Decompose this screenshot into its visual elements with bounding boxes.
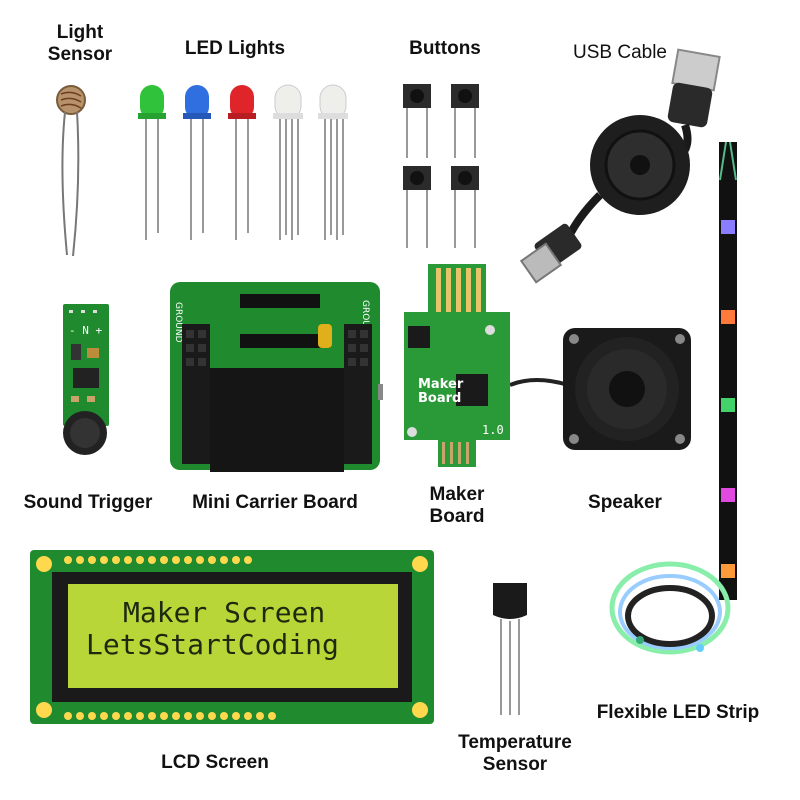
- usb-cable-image: [520, 45, 730, 285]
- button-4: [451, 166, 479, 248]
- flexible-led-strip-image: [600, 140, 770, 680]
- led-lights-image: [130, 75, 355, 245]
- temperature-sensor-image: [485, 575, 535, 720]
- mini-carrier-board-image: GROUND GROUND: [168, 280, 383, 475]
- speaker-image: [560, 325, 695, 455]
- label-maker-board: Maker Board: [429, 484, 485, 527]
- svg-text:- N +: - N +: [69, 324, 102, 337]
- label-usb-cable: USB Cable: [573, 42, 667, 63]
- label-led-lights: LED Lights: [184, 38, 286, 59]
- label-speaker: Speaker: [588, 492, 662, 513]
- button-1: [403, 84, 431, 158]
- button-2: [451, 84, 479, 158]
- led-blue: [183, 85, 211, 240]
- svg-text:GROUND: GROUND: [173, 302, 183, 343]
- label-lcd-screen: LCD Screen: [161, 752, 269, 773]
- label-temperature-sensor: Temperature Sensor: [458, 732, 572, 775]
- led-clear-2: [318, 84, 348, 240]
- light-sensor-image: [45, 80, 95, 260]
- led-green: [138, 85, 166, 240]
- led-strip-pixels: [721, 220, 735, 578]
- svg-text:Board: Board: [418, 391, 461, 406]
- buttons-image: [395, 78, 495, 253]
- lcd-line-1: Maker Screen: [123, 596, 326, 629]
- label-mini-carrier-board: Mini Carrier Board: [192, 492, 358, 513]
- lcd-screen-image: Maker Screen LetsStartCoding: [28, 548, 438, 728]
- svg-text:1.0: 1.0: [482, 423, 504, 437]
- lcd-line-2: LetsStartCoding: [86, 628, 339, 661]
- led-red: [228, 85, 256, 240]
- svg-text:GROUND: GROUND: [360, 300, 370, 341]
- svg-text:Maker: Maker: [418, 377, 464, 392]
- label-flexible-led-strip: Flexible LED Strip: [596, 702, 760, 723]
- label-sound-trigger: Sound Trigger: [23, 492, 153, 513]
- sound-trigger-image: - N +: [55, 300, 125, 460]
- led-clear-1: [273, 84, 303, 240]
- button-3: [403, 166, 431, 248]
- maker-board-image: Maker Board 1.0: [398, 262, 518, 472]
- label-light-sensor: Light Sensor: [47, 22, 113, 65]
- label-buttons: Buttons: [409, 38, 481, 59]
- speaker-wire: [510, 370, 570, 400]
